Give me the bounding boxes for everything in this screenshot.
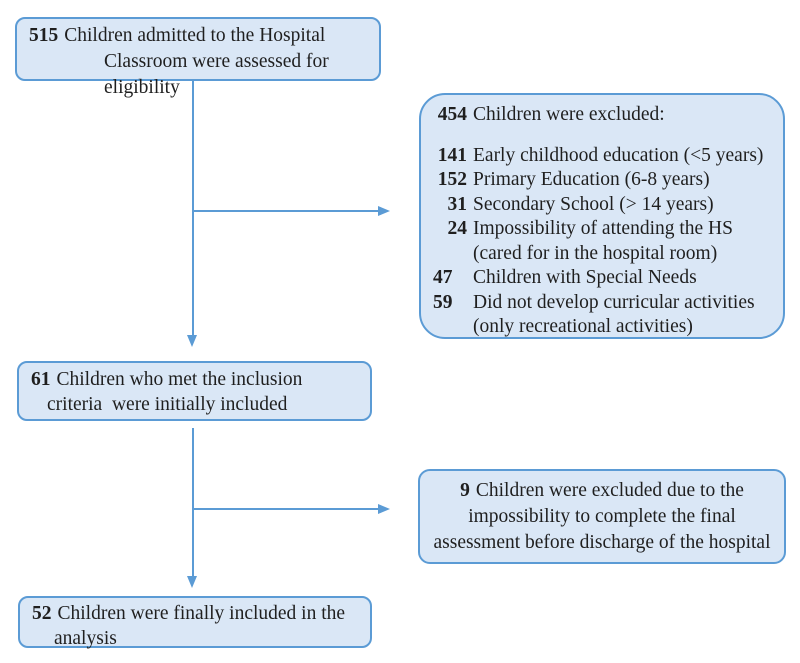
reason-count: 59 (433, 291, 453, 313)
box-children-excluded: 454 Children were excluded: 141 Early chil… (419, 93, 785, 339)
assessed-text-line2: Classroom were assessed for eligibility (104, 51, 334, 98)
included-count: 61 (31, 369, 51, 390)
reason-text: Children with Special Needs (473, 267, 697, 288)
reason-text: Secondary School (> 14 years) (473, 193, 714, 215)
reason-count: 152 (437, 169, 467, 190)
connector-horizontal-1 (193, 210, 378, 212)
reason-text: Did not develop curricular activities (473, 291, 755, 313)
excluded-header: 454 Children were excluded: (433, 103, 771, 128)
assessed-count: 515 (29, 25, 59, 46)
exclusion-reason-row: 152 Primary Education (6-8 years) (433, 168, 771, 193)
reason-text: Primary Education (6-8 years) (473, 169, 710, 190)
assessed-text-line1: Children admitted to the Hospital (64, 25, 326, 46)
included-text-line1: Children who met the inclusion (56, 369, 303, 390)
included-text-line2: criteria were initially included (47, 394, 288, 415)
excluded-spacer (433, 128, 771, 144)
exclusion-reason-row: 47 Children with Special Needs (433, 266, 771, 291)
final-count: 52 (32, 603, 52, 624)
excluded-final-text-line2: impossibility to complete the final (468, 506, 736, 527)
excluded-title: Children were excluded: (473, 104, 665, 125)
excluded-final-text-line1: Children were excluded due to the (475, 480, 744, 501)
final-text-line1: Children were finally included in the (57, 603, 346, 624)
exclusion-reason-row: 141 Early childhood education (<5 years) (433, 144, 771, 169)
reason-note: (cared for in the hospital room) (473, 242, 718, 264)
reason-count: 47 (433, 267, 453, 288)
final-text-line2: analysis (54, 628, 117, 649)
arrowhead-down-2 (187, 576, 197, 588)
excluded-final-count: 9 (460, 480, 470, 501)
reason-count: 31 (447, 193, 468, 215)
reason-count: 24 (447, 218, 468, 239)
connector-vertical-2 (192, 428, 194, 576)
exclusion-reason-row: 59 Did not develop curricular activities (433, 291, 771, 316)
arrowhead-down-1 (187, 335, 197, 347)
reason-text: Impossibility of attending the HS (473, 218, 733, 239)
excluded-final-text-line3: assessment before discharge of the hospi… (433, 532, 771, 553)
reason-note: (only recreational activities) (473, 316, 693, 337)
reason-count: 141 (437, 144, 467, 166)
excluded-count: 454 (437, 104, 467, 125)
connector-vertical-1 (192, 80, 194, 335)
connector-horizontal-2 (193, 508, 378, 510)
arrowhead-right-2 (378, 504, 390, 514)
arrowhead-right-1 (378, 206, 390, 216)
reason-text: Early childhood education (<5 years) (473, 144, 764, 166)
